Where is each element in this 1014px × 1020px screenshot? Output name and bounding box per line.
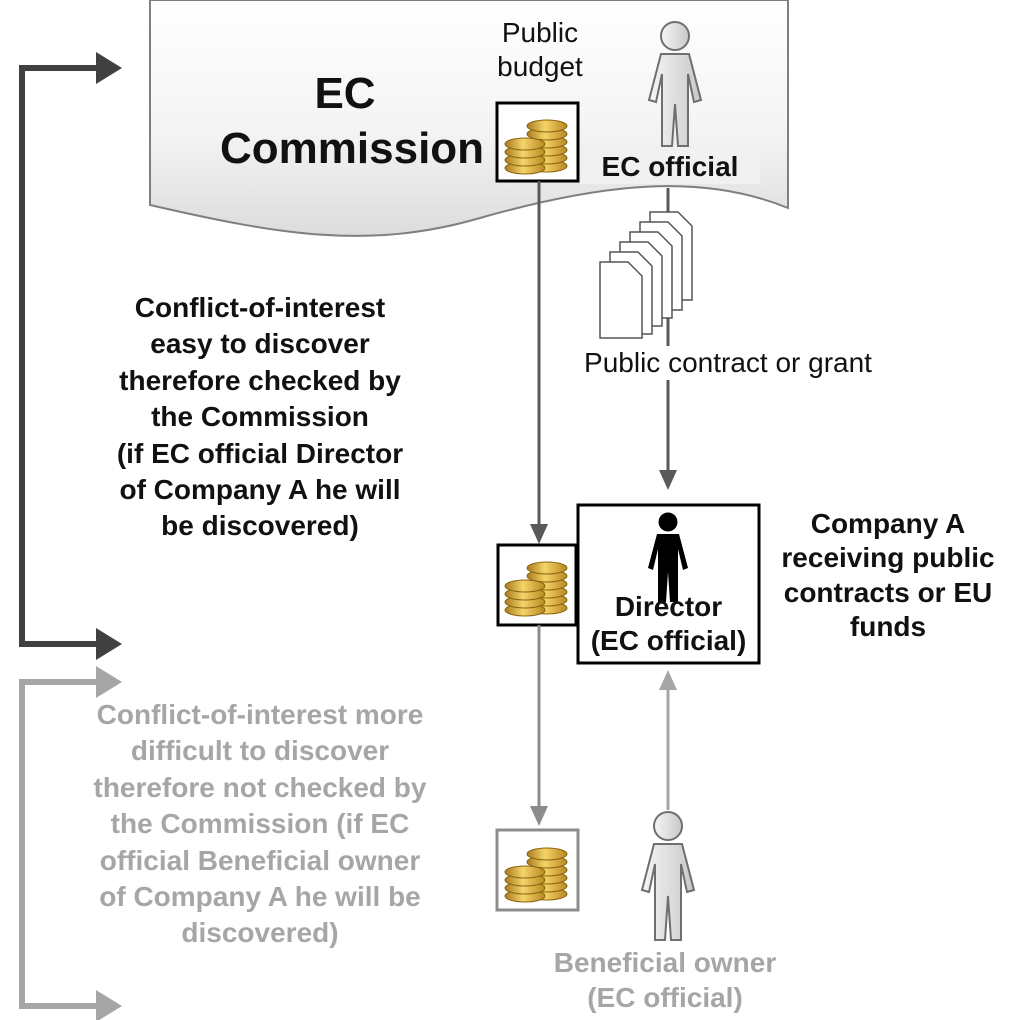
note-line: official Beneficial owner: [99, 844, 421, 876]
beneficial-label-line2: (EC official): [587, 982, 743, 1013]
note-line: easy to discover: [150, 328, 370, 360]
person-icon: [648, 512, 688, 602]
note-line: Conflict-of-interest more: [96, 699, 424, 730]
note-line: be discovered): [161, 510, 359, 542]
company-label-line: contracts or EU: [783, 576, 993, 608]
note-line: Conflict-of-interest: [134, 292, 386, 323]
contract-label: Public contract or grant: [548, 346, 908, 381]
commission-title-line1: EC: [314, 69, 376, 118]
commission-title-line2: Commission: [220, 124, 485, 173]
note-line: therefore not checked by: [93, 771, 427, 803]
budget-label: Public budget: [470, 16, 610, 85]
easy-discover-note: Conflict-of-interest easy to discover th…: [70, 290, 450, 545]
note-line: of Company A he will be: [99, 880, 421, 912]
note-line: of Company A he will: [119, 473, 401, 505]
note-line: discovered): [181, 917, 339, 949]
difficult-discover-note: Conflict-of-interest more difficult to d…: [40, 697, 480, 952]
ownership-flow-arrow: [659, 670, 677, 810]
note-line: therefore checked by: [119, 364, 401, 396]
person-icon: [640, 811, 696, 941]
official-label: EC official: [580, 150, 760, 185]
beneficial-owner-label: Beneficial owner (EC official): [520, 945, 810, 1015]
note-line: (if EC official Director: [116, 437, 404, 469]
budget-label-line2: budget: [497, 51, 583, 83]
checked-bracket-arrow: [19, 52, 122, 660]
budget-flow-arrow: [530, 181, 548, 544]
director-label-line2: (EC official): [590, 625, 747, 657]
company-label-line: receiving public: [781, 542, 995, 574]
beneficial-label-line1: Beneficial owner: [520, 945, 810, 980]
company-label-line: Company A: [810, 508, 966, 539]
company-label: Company A receiving public contracts or …: [770, 507, 1006, 645]
budget-label-line1: Public: [501, 17, 579, 48]
note-line: difficult to discover: [130, 735, 390, 767]
beneficiary-flow-arrow: [530, 625, 548, 826]
director-label: Director (EC official): [578, 590, 759, 659]
director-box: [576, 503, 761, 665]
person-icon: [647, 21, 703, 147]
unchecked-bracket-arrow: [19, 666, 122, 1020]
commission-title: EC Commission: [220, 66, 485, 176]
director-label-line1: Director: [614, 591, 723, 622]
note-line: the Commission (if EC: [110, 808, 410, 840]
note-line: the Commission: [151, 401, 369, 433]
company-label-line: funds: [849, 611, 927, 643]
documents-icon: [599, 211, 693, 339]
